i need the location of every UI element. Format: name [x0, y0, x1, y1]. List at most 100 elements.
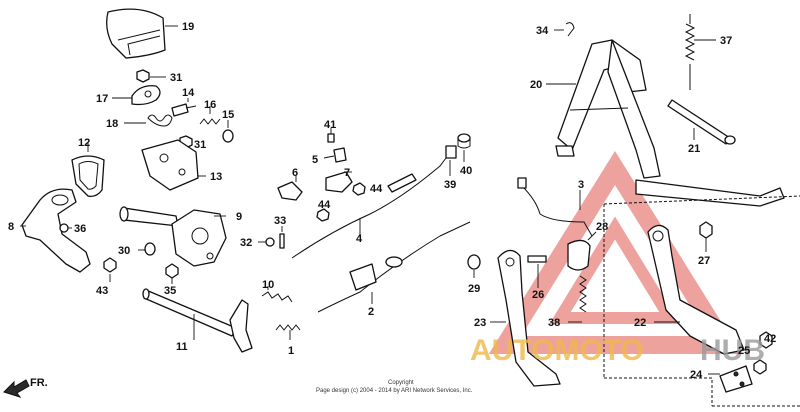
callout-20: 20 — [530, 79, 542, 91]
callout-10: 10 — [262, 279, 274, 291]
callout-5: 5 — [312, 154, 318, 166]
callout-15: 15 — [222, 109, 234, 121]
callout-27: 27 — [698, 255, 710, 267]
part-spring-38 — [568, 275, 587, 323]
callout-labels: 1 2 3 4 5 6 7 8 9 10 11 12 13 14 15 16 1… — [8, 21, 776, 381]
part-bolt-43 — [103, 257, 117, 282]
part-spring-1 — [275, 324, 301, 340]
callout-23: 23 — [474, 317, 486, 329]
part-shaft-housing-9 — [119, 206, 227, 267]
part-nut-31-top — [136, 69, 166, 83]
callout-28: 28 — [596, 221, 608, 233]
callout-21: 21 — [688, 143, 700, 155]
callout-44b: 44 — [318, 199, 331, 211]
part-washer-32 — [258, 237, 275, 247]
part-cable-2 — [317, 221, 471, 313]
front-indicator-label: FR. — [30, 377, 48, 389]
part-bolt-42 — [759, 331, 773, 349]
watermark-text-hub: HUB — [700, 334, 765, 367]
callout-13: 13 — [210, 171, 222, 183]
callout-29: 29 — [468, 283, 480, 295]
callout-17: 17 — [96, 93, 108, 105]
front-direction-arrow-icon — [3, 379, 30, 398]
part-cover-19 — [106, 8, 178, 59]
part-clip-34 — [554, 22, 575, 37]
part-switch-28 — [567, 231, 597, 271]
part-main-stand-20 — [546, 39, 785, 207]
part-pedal-arm-8 — [20, 188, 91, 273]
callout-42: 42 — [764, 333, 776, 345]
callout-24: 24 — [690, 369, 703, 381]
callout-41: 41 — [324, 119, 336, 131]
part-collar-40 — [457, 133, 471, 162]
part-bracket-7 — [325, 171, 353, 193]
callout-34: 34 — [536, 25, 549, 37]
part-bolt-14 — [171, 98, 197, 117]
part-spring-37 — [684, 14, 716, 90]
callout-1: 1 — [288, 345, 294, 357]
callout-31: 31 — [170, 72, 182, 84]
part-bolt-26 — [527, 255, 547, 288]
part-bracket-13 — [141, 139, 206, 191]
part-bolt-27 — [699, 221, 713, 252]
inset-frame — [603, 195, 800, 407]
callout-40: 40 — [460, 165, 472, 177]
part-pin-33 — [279, 226, 285, 249]
callout-6: 6 — [292, 167, 298, 179]
callout-33: 33 — [274, 215, 286, 227]
part-spring-18 — [124, 114, 173, 127]
callout-26: 26 — [532, 289, 544, 301]
callout-7: 7 — [344, 167, 350, 179]
part-washer-30 — [138, 242, 156, 256]
callout-35: 35 — [164, 285, 176, 297]
part-bolt-35 — [165, 263, 179, 284]
callout-43: 43 — [96, 285, 108, 297]
part-cable-4 — [291, 157, 447, 259]
part-harness-3 — [517, 177, 593, 237]
callout-14: 14 — [182, 87, 195, 99]
callout-8: 8 — [8, 221, 14, 233]
part-collar-15 — [222, 120, 234, 143]
part-washer-29 — [467, 254, 481, 278]
copyright-line: Page design (c) 2004 - 2014 by ARI Netwo… — [316, 388, 473, 394]
callout-31b: 31 — [194, 139, 206, 151]
callout-3: 3 — [578, 179, 584, 191]
callout-9: 9 — [236, 211, 242, 223]
callout-36: 36 — [74, 223, 86, 235]
callout-19: 19 — [182, 21, 194, 33]
callout-37: 37 — [720, 35, 732, 47]
part-spring-16 — [199, 106, 221, 125]
callout-22: 22 — [634, 317, 646, 329]
part-gasket-12 — [71, 142, 105, 198]
part-pivot-pipe-21 — [667, 99, 736, 145]
part-spring-10 — [261, 286, 293, 303]
part-bracket-6 — [277, 176, 303, 201]
callout-39: 39 — [444, 179, 456, 191]
part-washer-36 — [59, 223, 72, 233]
part-bolt-44b — [316, 208, 330, 222]
callout-38: 38 — [548, 317, 560, 329]
part-side-stand-23 — [490, 249, 561, 387]
callout-4: 4 — [356, 233, 363, 245]
part-bolt-41 — [327, 128, 335, 143]
part-bracket-24 — [708, 365, 753, 393]
part-shift-shaft-11 — [142, 288, 253, 353]
part-clip-5 — [323, 147, 347, 163]
watermark-text-automoto: AUTOMOTO — [470, 334, 644, 367]
callout-12: 12 — [78, 137, 90, 149]
callout-25: 25 — [738, 345, 750, 357]
part-side-stand-22 — [647, 224, 745, 355]
callout-16: 16 — [204, 99, 216, 111]
callout-11: 11 — [176, 341, 188, 353]
callout-30: 30 — [118, 245, 130, 257]
callout-2: 2 — [368, 306, 374, 318]
callout-44: 44 — [370, 183, 383, 195]
callout-18: 18 — [106, 118, 118, 130]
part-bolt-44a — [352, 182, 366, 196]
part-bolt-25 — [753, 359, 767, 375]
part-joint-39 — [445, 145, 457, 176]
part-arm-17 — [112, 85, 161, 106]
copyright-label: Copyright — [388, 380, 414, 386]
